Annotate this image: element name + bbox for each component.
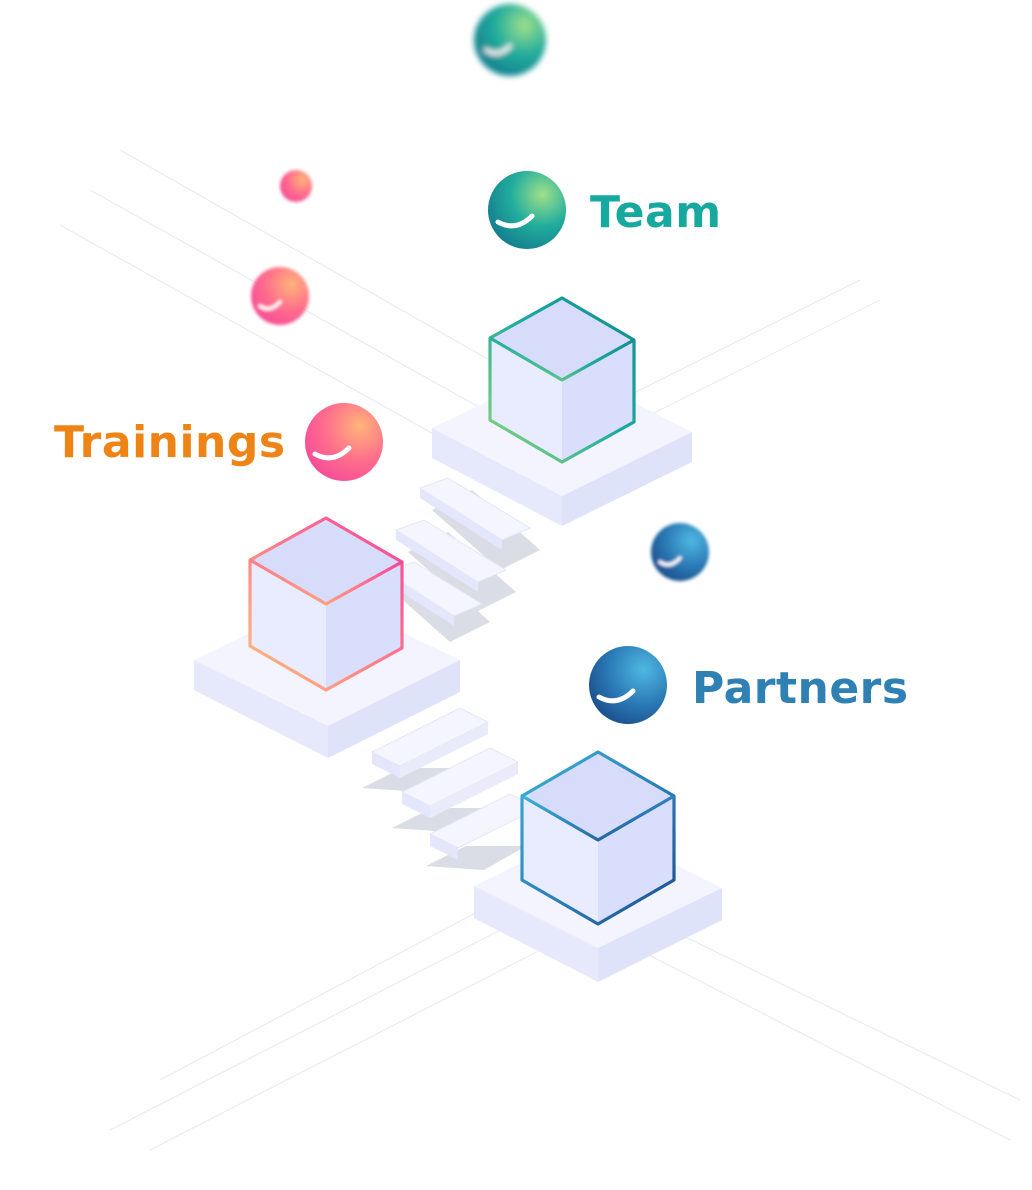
partners-cube xyxy=(520,750,676,926)
trainings-node xyxy=(194,516,460,758)
floating-orb-pink-small xyxy=(280,170,312,202)
partners-label: Partners xyxy=(692,663,909,714)
trainings-orb-icon xyxy=(305,403,383,481)
partners-node xyxy=(474,750,722,982)
team-cube xyxy=(488,296,636,464)
steps-team-to-trainings xyxy=(384,477,540,642)
partners-orb-icon xyxy=(589,646,667,724)
floating-orb-teal-top xyxy=(474,4,546,76)
trainings-cube xyxy=(248,516,404,692)
team-orb-icon xyxy=(488,171,566,249)
background-guide-lines xyxy=(59,149,1021,1151)
team-node xyxy=(432,296,692,526)
floating-orb-blue xyxy=(651,523,709,581)
floating-orb-pink-medium xyxy=(251,267,309,325)
trainings-label: Trainings xyxy=(54,417,286,468)
team-label: Team xyxy=(590,187,722,238)
steps-trainings-to-partners xyxy=(362,707,540,870)
